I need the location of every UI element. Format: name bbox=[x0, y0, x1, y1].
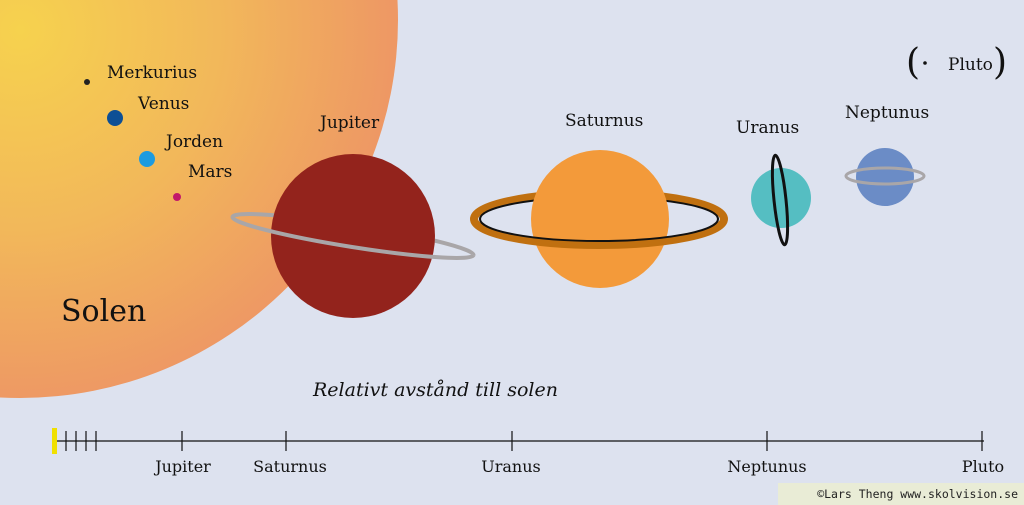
neptune-label: Neptunus bbox=[845, 103, 930, 123]
uranus-label: Uranus bbox=[736, 118, 800, 138]
saturn-label: Saturnus bbox=[565, 111, 644, 131]
mercury-label: Merkurius bbox=[107, 63, 198, 83]
jupiter-ring-front bbox=[230, 216, 476, 260]
sun-marker bbox=[52, 428, 57, 454]
sun bbox=[0, 0, 398, 398]
earth-planet bbox=[139, 151, 155, 167]
uranus-planet bbox=[751, 168, 811, 228]
pluto-label: Pluto bbox=[948, 55, 993, 75]
pluto-open-paren: ( bbox=[906, 42, 921, 83]
tick-label-uranus: Uranus bbox=[481, 457, 541, 476]
neptune-planet bbox=[856, 148, 914, 206]
mercury-planet bbox=[84, 79, 90, 85]
venus-label: Venus bbox=[138, 94, 190, 114]
sun-label: Solen bbox=[61, 294, 147, 329]
saturn-planet bbox=[531, 150, 669, 288]
mars-planet bbox=[173, 193, 181, 201]
jupiter-label: Jupiter bbox=[320, 113, 380, 133]
tick-label-jupiter: Jupiter bbox=[155, 457, 211, 476]
venus-planet bbox=[107, 110, 123, 126]
mars-label: Mars bbox=[188, 162, 233, 182]
earth-label: Jorden bbox=[166, 132, 224, 152]
neptune-ring bbox=[844, 166, 926, 186]
pluto-close-paren: ) bbox=[993, 42, 1008, 83]
distance-axis bbox=[56, 431, 984, 451]
saturn-ring-front bbox=[470, 218, 728, 249]
uranus-ring bbox=[770, 153, 790, 247]
pluto-planet bbox=[923, 61, 927, 65]
distance-caption: Relativt avstånd till solen bbox=[313, 379, 558, 401]
tick-label-pluto: Pluto bbox=[961, 457, 1005, 476]
tick-label-neptune: Neptunus bbox=[727, 457, 807, 476]
tick-label-saturn: Saturnus bbox=[253, 457, 327, 476]
jupiter-planet bbox=[271, 154, 435, 318]
credit-footer: ©Lars Theng www.skolvision.se bbox=[778, 483, 1024, 505]
